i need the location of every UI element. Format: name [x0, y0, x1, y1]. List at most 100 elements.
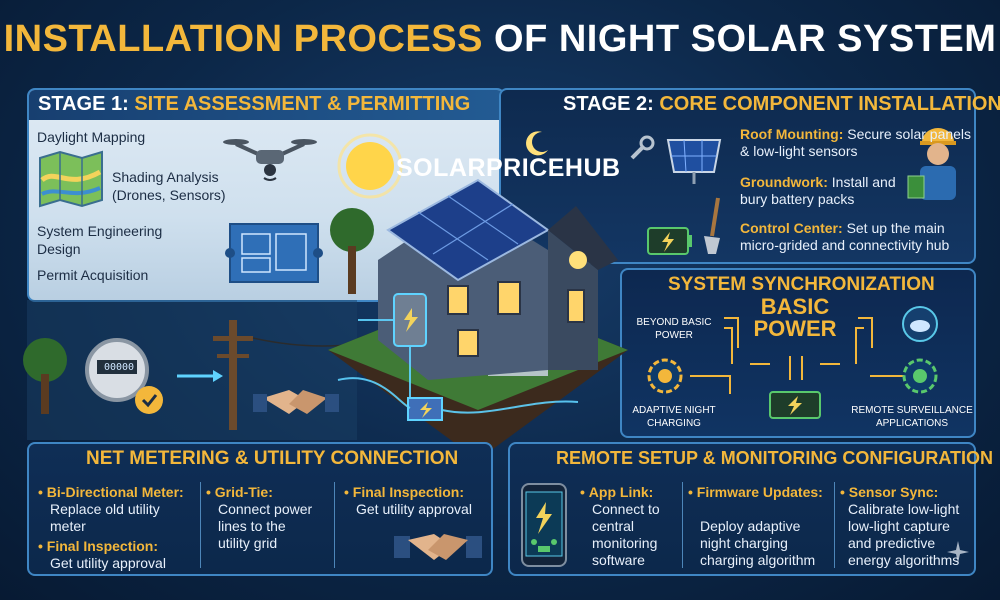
title-part-1: INSTALLATION PROCESS — [3, 18, 483, 60]
meter-icon — [85, 338, 149, 402]
net-divider-1 — [200, 482, 201, 568]
grid-tie-text-3: utility grid — [218, 535, 278, 551]
roof-mounting-text-1: Secure solar panels — [847, 126, 972, 142]
stage1-item-permit: Permit Acquisition — [37, 267, 149, 283]
sensor-sync-text-3: and predictive — [848, 535, 936, 551]
house-windows — [447, 281, 585, 357]
firmware-text-1: Deploy adaptive — [700, 518, 801, 534]
meter-display: 00000 — [103, 362, 135, 373]
final-inspection-2-text: Get utility approval — [356, 501, 472, 517]
net-metering-panel — [27, 442, 493, 576]
stage2-title: CORE COMPONENT INSTALLATION — [659, 93, 1000, 115]
bidirectional-meter: • Bi-Directional Meter: Replace old util… — [38, 484, 184, 534]
sun-icon — [337, 133, 403, 199]
roof-mounting-label: Roof Mounting: — [740, 126, 844, 142]
stage1-header: STAGE 1: SITE ASSESSMENT & PERMITTING — [38, 93, 470, 116]
bidirectional-text-2: meter — [50, 518, 86, 534]
handshake-icon — [253, 390, 339, 414]
net-metering-title: NET METERING & UTILITY CONNECTION — [86, 448, 459, 469]
final-inspection-2: • Final Inspection: Get utility approval — [344, 484, 472, 517]
app-link-text-2: central — [592, 518, 635, 534]
stage2-label: STAGE 2: — [563, 93, 654, 115]
grid-tie-label: Grid-Tie: — [214, 484, 273, 500]
stage2-header: STAGE 2: CORE COMPONENT INSTALLATION — [563, 93, 1000, 116]
stage1-header-bar — [29, 90, 503, 120]
sensor-sync-text-4: energy algorithms — [848, 552, 960, 568]
sync-diagram — [647, 306, 938, 419]
drone-icon — [223, 139, 317, 181]
adaptive-night-charging: ADAPTIVE NIGHT CHARGING — [624, 404, 724, 430]
stage1-item-shading-sub: (Drones, Sensors) — [112, 187, 226, 203]
wrench-icon — [630, 135, 655, 160]
stage1-label: STAGE 1: — [38, 93, 129, 115]
control-center-label: Control Center: — [740, 220, 843, 236]
net-divider-2 — [334, 482, 335, 568]
remote-title: REMOTE SETUP & MONITORING CONFIGURATION — [556, 448, 994, 468]
bidirectional-label: Bi-Directional Meter: — [46, 484, 184, 500]
remote-surv-line-2: APPLICATIONS — [875, 418, 949, 429]
firmware-updates: • Firmware Updates: — [688, 484, 823, 500]
final-inspection-1: • Final Inspection: Get utility approval — [38, 538, 166, 571]
bidirectional-text-1: Replace old utility — [50, 501, 160, 517]
groundwork-label: Groundwork: — [740, 174, 828, 190]
battery-icon — [647, 227, 692, 255]
firmware-text-3: charging algorithm — [700, 552, 816, 568]
app-link-text-1: Connect to — [592, 501, 660, 517]
groundwork-text-2: bury battery packs — [740, 191, 855, 207]
sync-center-line-1: BASIC — [760, 294, 830, 319]
control-center-text-2: micro-grided and connectivity hub — [740, 237, 950, 253]
adaptive-line-1: ADAPTIVE NIGHT — [632, 405, 716, 416]
remote-divider-1 — [682, 482, 683, 568]
buried-battery — [407, 397, 443, 421]
stage1-title: SITE ASSESSMENT & PERMITTING — [134, 93, 471, 115]
tree-near-house-icon — [330, 208, 374, 294]
remote-surveillance: REMOTE SURVEILLANCE APPLICATIONS — [846, 404, 978, 430]
remote-divider-2 — [834, 482, 835, 568]
moon-icon — [526, 131, 548, 156]
smartphone-icon — [521, 483, 567, 567]
final-inspection-1-text: Get utility approval — [50, 555, 166, 571]
app-link-text-3: monitoring — [592, 535, 658, 551]
surveillance-gear-icon — [902, 358, 938, 394]
badge-icon — [135, 386, 163, 414]
title-part-2: OF NIGHT SOLAR SYSTEM — [494, 18, 997, 60]
firmware-text-2: night charging — [700, 535, 788, 551]
firmware-label: Firmware Updates: — [696, 484, 823, 500]
stage1-item-engineering: System Engineering — [37, 223, 163, 239]
blueprint-icon — [225, 223, 323, 283]
sensor-sync-text-1: Calibrate low-light — [848, 501, 960, 517]
map-icon — [39, 150, 103, 208]
house-illustration — [328, 178, 628, 460]
sensor-sync-label: Sensor Sync: — [848, 484, 939, 500]
control-center: Control Center: Set up the main micro-gr… — [740, 220, 976, 254]
stage1-item-daylight: Daylight Mapping — [37, 129, 146, 145]
app-link-text-4: software — [592, 552, 645, 568]
beyond-line-2: POWER — [655, 330, 693, 341]
battery-sync-icon — [769, 391, 821, 419]
final-inspection-1-label: Final Inspection: — [46, 538, 159, 554]
sync-center-line-2: POWER — [753, 316, 837, 341]
shovel-icon — [704, 197, 720, 254]
sync-title: SYSTEM SYNCHRONIZATION — [668, 274, 935, 295]
house-battery-box — [393, 293, 427, 347]
gear-icon — [647, 358, 683, 394]
sensor-sync: • Sensor Sync: Calibrate low-light low-l… — [840, 484, 960, 568]
sensor-sync-text-2: low-light capture — [848, 518, 950, 534]
beyond-line-1: BEYOND BASIC — [636, 317, 712, 328]
groundwork-text-1: Install and — [831, 174, 896, 190]
adaptive-line-2: CHARGING — [647, 418, 701, 429]
grid-tie-text-2: lines to the — [218, 518, 286, 534]
app-link-label: App Link: — [588, 484, 654, 500]
sparkle-icon — [947, 541, 969, 563]
handshake-bottom-icon — [394, 534, 482, 560]
remote-surv-line-1: REMOTE SURVEILLANCE — [851, 405, 973, 416]
grid-tie-text-1: Connect power — [218, 501, 313, 517]
watermark: SOLARPRICEHUB — [396, 154, 621, 182]
sync-center-label: BASIC POWER — [740, 296, 850, 340]
tree-icon — [23, 338, 67, 414]
page-title: INSTALLATION PROCESS OF NIGHT SOLAR SYST… — [0, 18, 1000, 61]
app-link: • App Link: Connect to central monitorin… — [580, 484, 660, 568]
beyond-basic-power: BEYOND BASIC POWER — [624, 316, 724, 342]
utility-scene — [23, 300, 358, 440]
